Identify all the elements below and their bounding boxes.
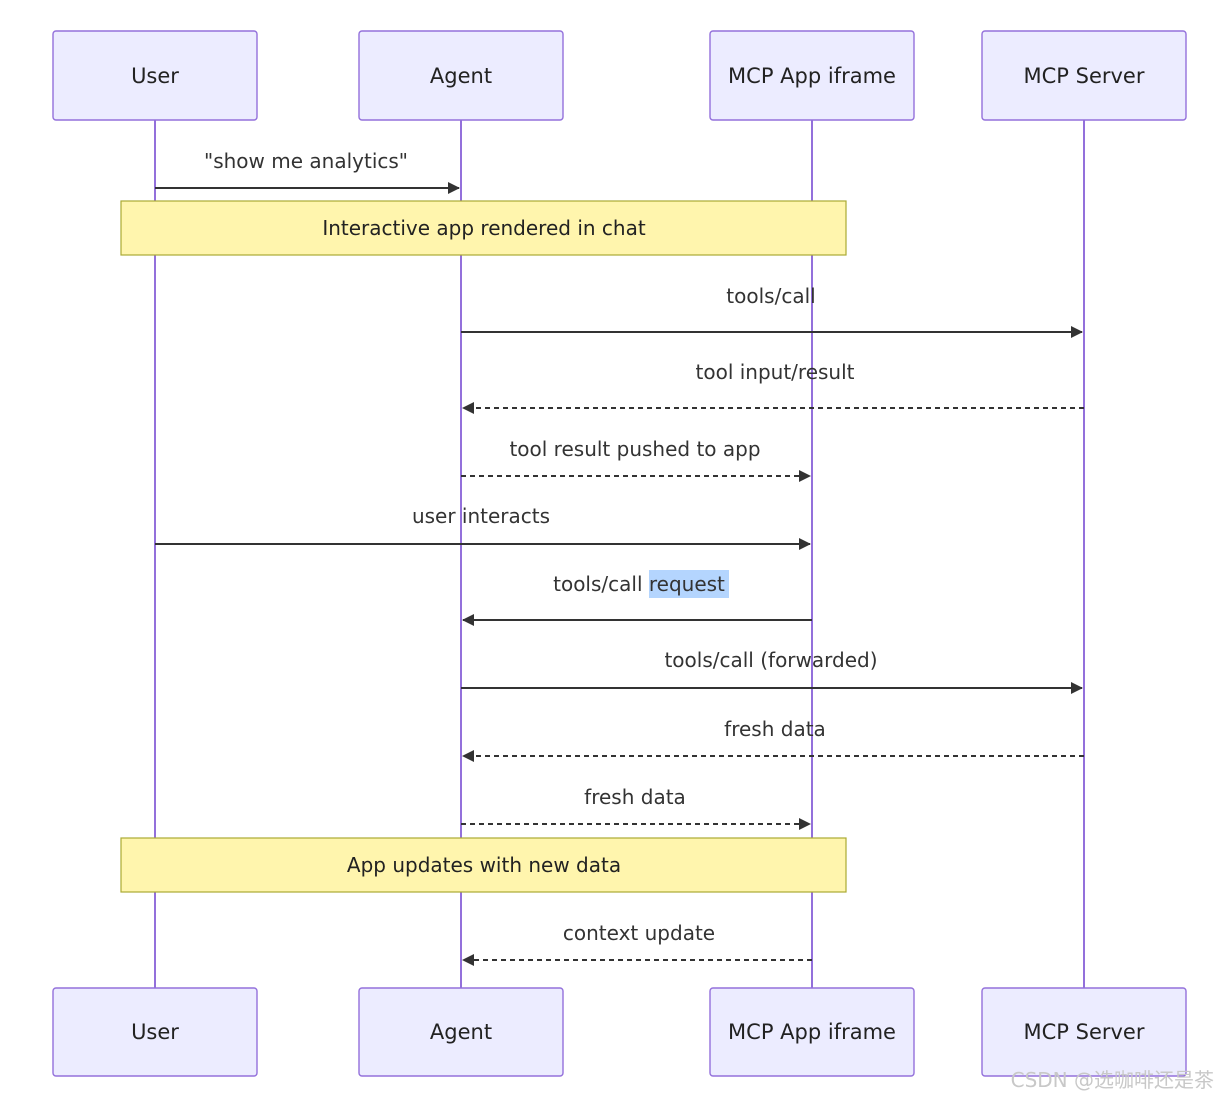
actor-user-bottom: User <box>52 987 258 1077</box>
note-interactive-app: Interactive app rendered in chat <box>120 200 847 256</box>
message-tools-call-request: tools/call request <box>462 570 812 626</box>
message-tools-call-forwarded: tools/call (forwarded) <box>461 648 1083 694</box>
actors-bottom: User Agent MCP App iframe MCP Server <box>52 987 1187 1077</box>
message-label: fresh data <box>584 785 686 809</box>
watermark-text: CSDN @选咖啡还是茶 <box>1011 1068 1214 1092</box>
actor-server-label: MCP Server <box>1024 1020 1145 1044</box>
actor-agent-label: Agent <box>430 64 492 88</box>
actor-server-bottom: MCP Server <box>981 987 1187 1077</box>
actor-agent-top: Agent <box>358 30 564 121</box>
message-label: tools/call (forwarded) <box>664 648 877 672</box>
message-tools-call: tools/call <box>461 284 1083 338</box>
message-label: tool result pushed to app <box>509 437 760 461</box>
actor-user-top: User <box>52 30 258 121</box>
message-fresh-data-server: fresh data <box>462 717 1084 762</box>
message-label: tool input/result <box>696 360 855 384</box>
messages: "show me analytics" tools/call tool inpu… <box>155 149 1084 966</box>
message-label: tools/call request <box>553 572 725 596</box>
message-show-analytics: "show me analytics" <box>155 149 460 194</box>
actor-user-label: User <box>131 1020 179 1044</box>
actor-iframe-label: MCP App iframe <box>728 64 896 88</box>
note-label: Interactive app rendered in chat <box>322 216 646 240</box>
actor-user-label: User <box>131 64 179 88</box>
actor-iframe-top: MCP App iframe <box>709 30 915 121</box>
message-label: "show me analytics" <box>204 149 408 173</box>
text-selection-highlight <box>649 570 729 598</box>
message-tool-result-pushed: tool result pushed to app <box>461 437 811 482</box>
actor-agent-label: Agent <box>430 1020 492 1044</box>
message-label: fresh data <box>724 717 826 741</box>
message-label: tools/call <box>726 284 815 308</box>
message-fresh-data-app: fresh data <box>461 785 811 830</box>
actor-server-label: MCP Server <box>1024 64 1145 88</box>
message-label: context update <box>563 921 715 945</box>
message-context-update: context update <box>462 921 812 966</box>
message-tool-input-result: tool input/result <box>462 360 1084 414</box>
note-label: App updates with new data <box>347 853 621 877</box>
actors-top: User Agent MCP App iframe MCP Server <box>52 30 1187 121</box>
actor-server-top: MCP Server <box>981 30 1187 121</box>
note-app-updates: App updates with new data <box>120 837 847 893</box>
message-user-interacts: user interacts <box>155 504 811 550</box>
actor-agent-bottom: Agent <box>358 987 564 1077</box>
message-label: user interacts <box>412 504 550 528</box>
actor-iframe-bottom: MCP App iframe <box>709 987 915 1077</box>
actor-iframe-label: MCP App iframe <box>728 1020 896 1044</box>
